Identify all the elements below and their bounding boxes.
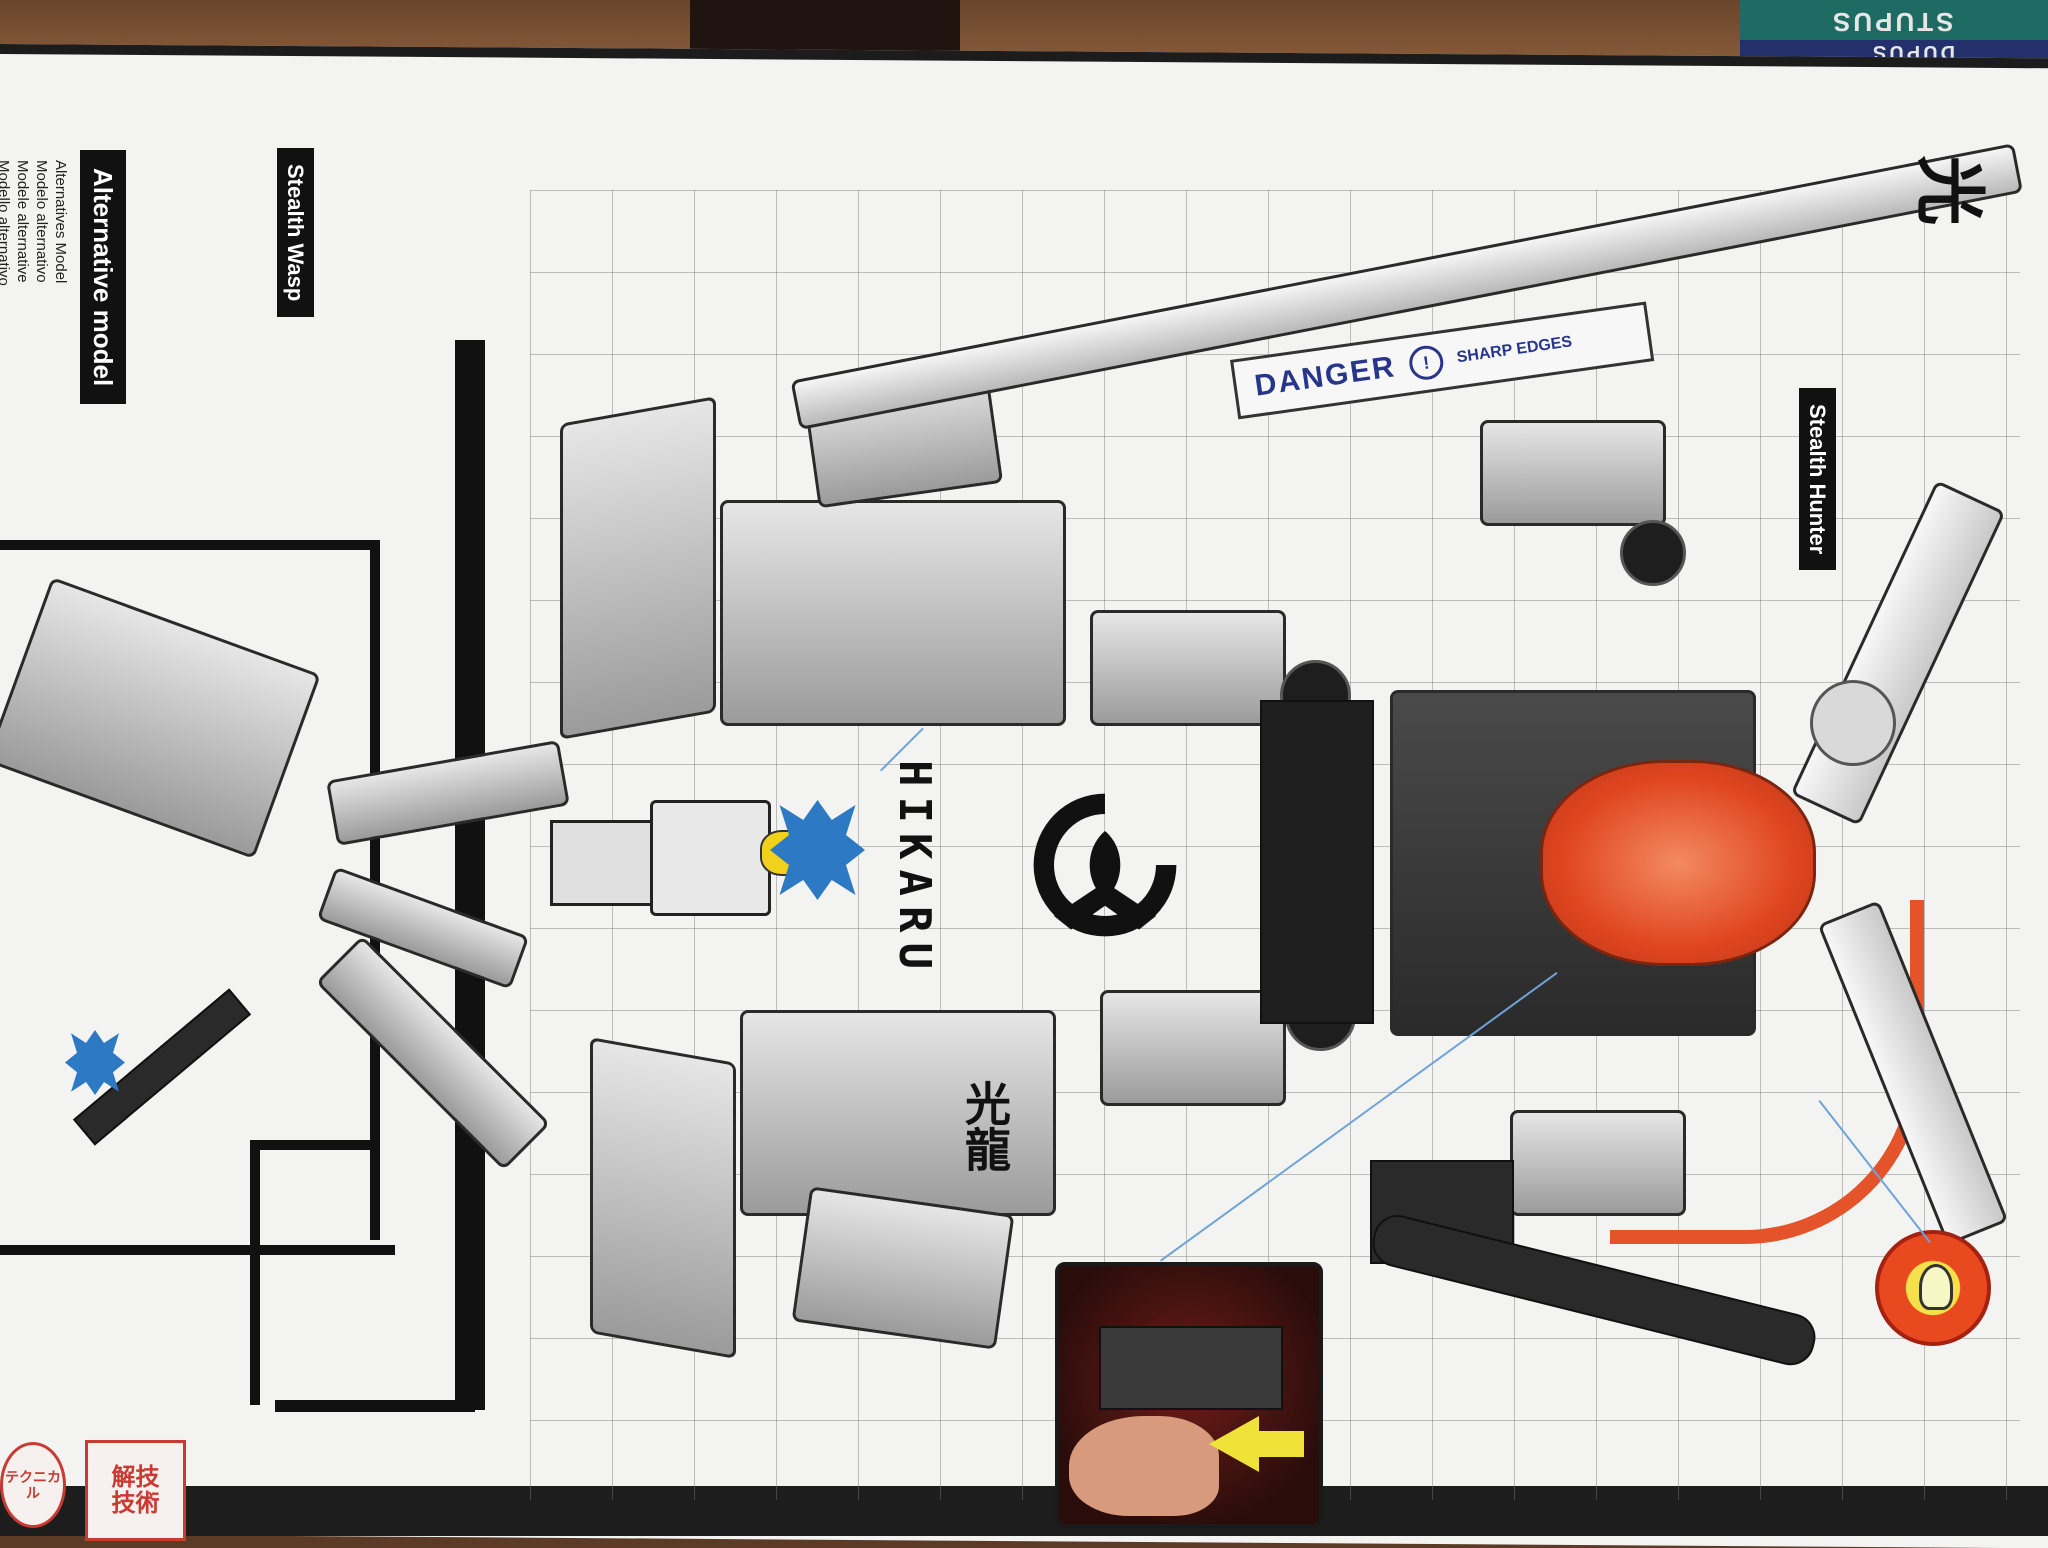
minifig-hair (770, 800, 865, 900)
arrow-icon (1209, 1416, 1259, 1472)
minifig-torso (650, 800, 771, 916)
forearm-left (1100, 990, 1286, 1106)
forearm-right (1090, 610, 1286, 726)
arm-kanji: 光龍 (958, 1080, 1012, 1172)
stealth-hunter-label: Stealth Hunter (1799, 388, 1836, 571)
left-shoulder-armor (590, 1037, 736, 1359)
emblem-icon (1033, 793, 1177, 937)
translation-line: Modello alternativo (0, 160, 12, 286)
wasp-minifig-hair (65, 1030, 125, 1095)
spine-column (1260, 700, 1374, 1024)
knee-joint (1620, 520, 1686, 586)
upper-arm-right (720, 500, 1066, 726)
minifig-legs (550, 820, 656, 906)
frame-bar (275, 1400, 475, 1412)
thigh-lower (1510, 1110, 1686, 1216)
book-spine-top: STUPUS (1830, 7, 1954, 37)
bulb-icon (1875, 1230, 1991, 1346)
frame-bar (250, 1140, 370, 1150)
upper-arm-left (740, 1010, 1056, 1216)
frame-bar (250, 1140, 260, 1405)
shoulder-armor (560, 396, 716, 740)
frame-bar (0, 1245, 395, 1255)
danger-text: DANGER (1252, 350, 1398, 403)
alt-model-translations: Alternatives Model Modelo alternativo Mo… (0, 160, 70, 286)
photo-hand (1069, 1416, 1219, 1516)
wing-joint (1810, 680, 1896, 766)
pilot-name: HIKARU (889, 760, 940, 979)
bulb-glass (1919, 1264, 1953, 1310)
seal-round: テクニカル (0, 1442, 66, 1528)
seal-square: 解技 技術 (85, 1440, 186, 1541)
translation-line: Alternatives Model (52, 160, 69, 284)
book-teal: STUPUS (1740, 0, 2048, 40)
arrow-tail (1254, 1431, 1304, 1457)
corner-glyph: 光 (1908, 155, 1991, 226)
translation-line: Modelo alternativo (33, 160, 50, 283)
frame-bar (455, 340, 485, 1410)
stealth-wasp-label: Stealth Wasp (277, 148, 314, 318)
danger-sub: SHARP EDGES (1455, 333, 1574, 367)
translation-line: Modele alternative (14, 160, 31, 283)
left-fin (791, 1186, 1015, 1350)
frame-bar (0, 540, 380, 550)
photo-blaster (1099, 1326, 1283, 1410)
thigh-upper (1480, 420, 1666, 526)
danger-icon: ! (1407, 343, 1446, 382)
alternative-model-label: Alternative model (80, 150, 126, 405)
feature-photo (1055, 1262, 1323, 1528)
panel-bottom-edge (0, 1486, 2048, 1536)
